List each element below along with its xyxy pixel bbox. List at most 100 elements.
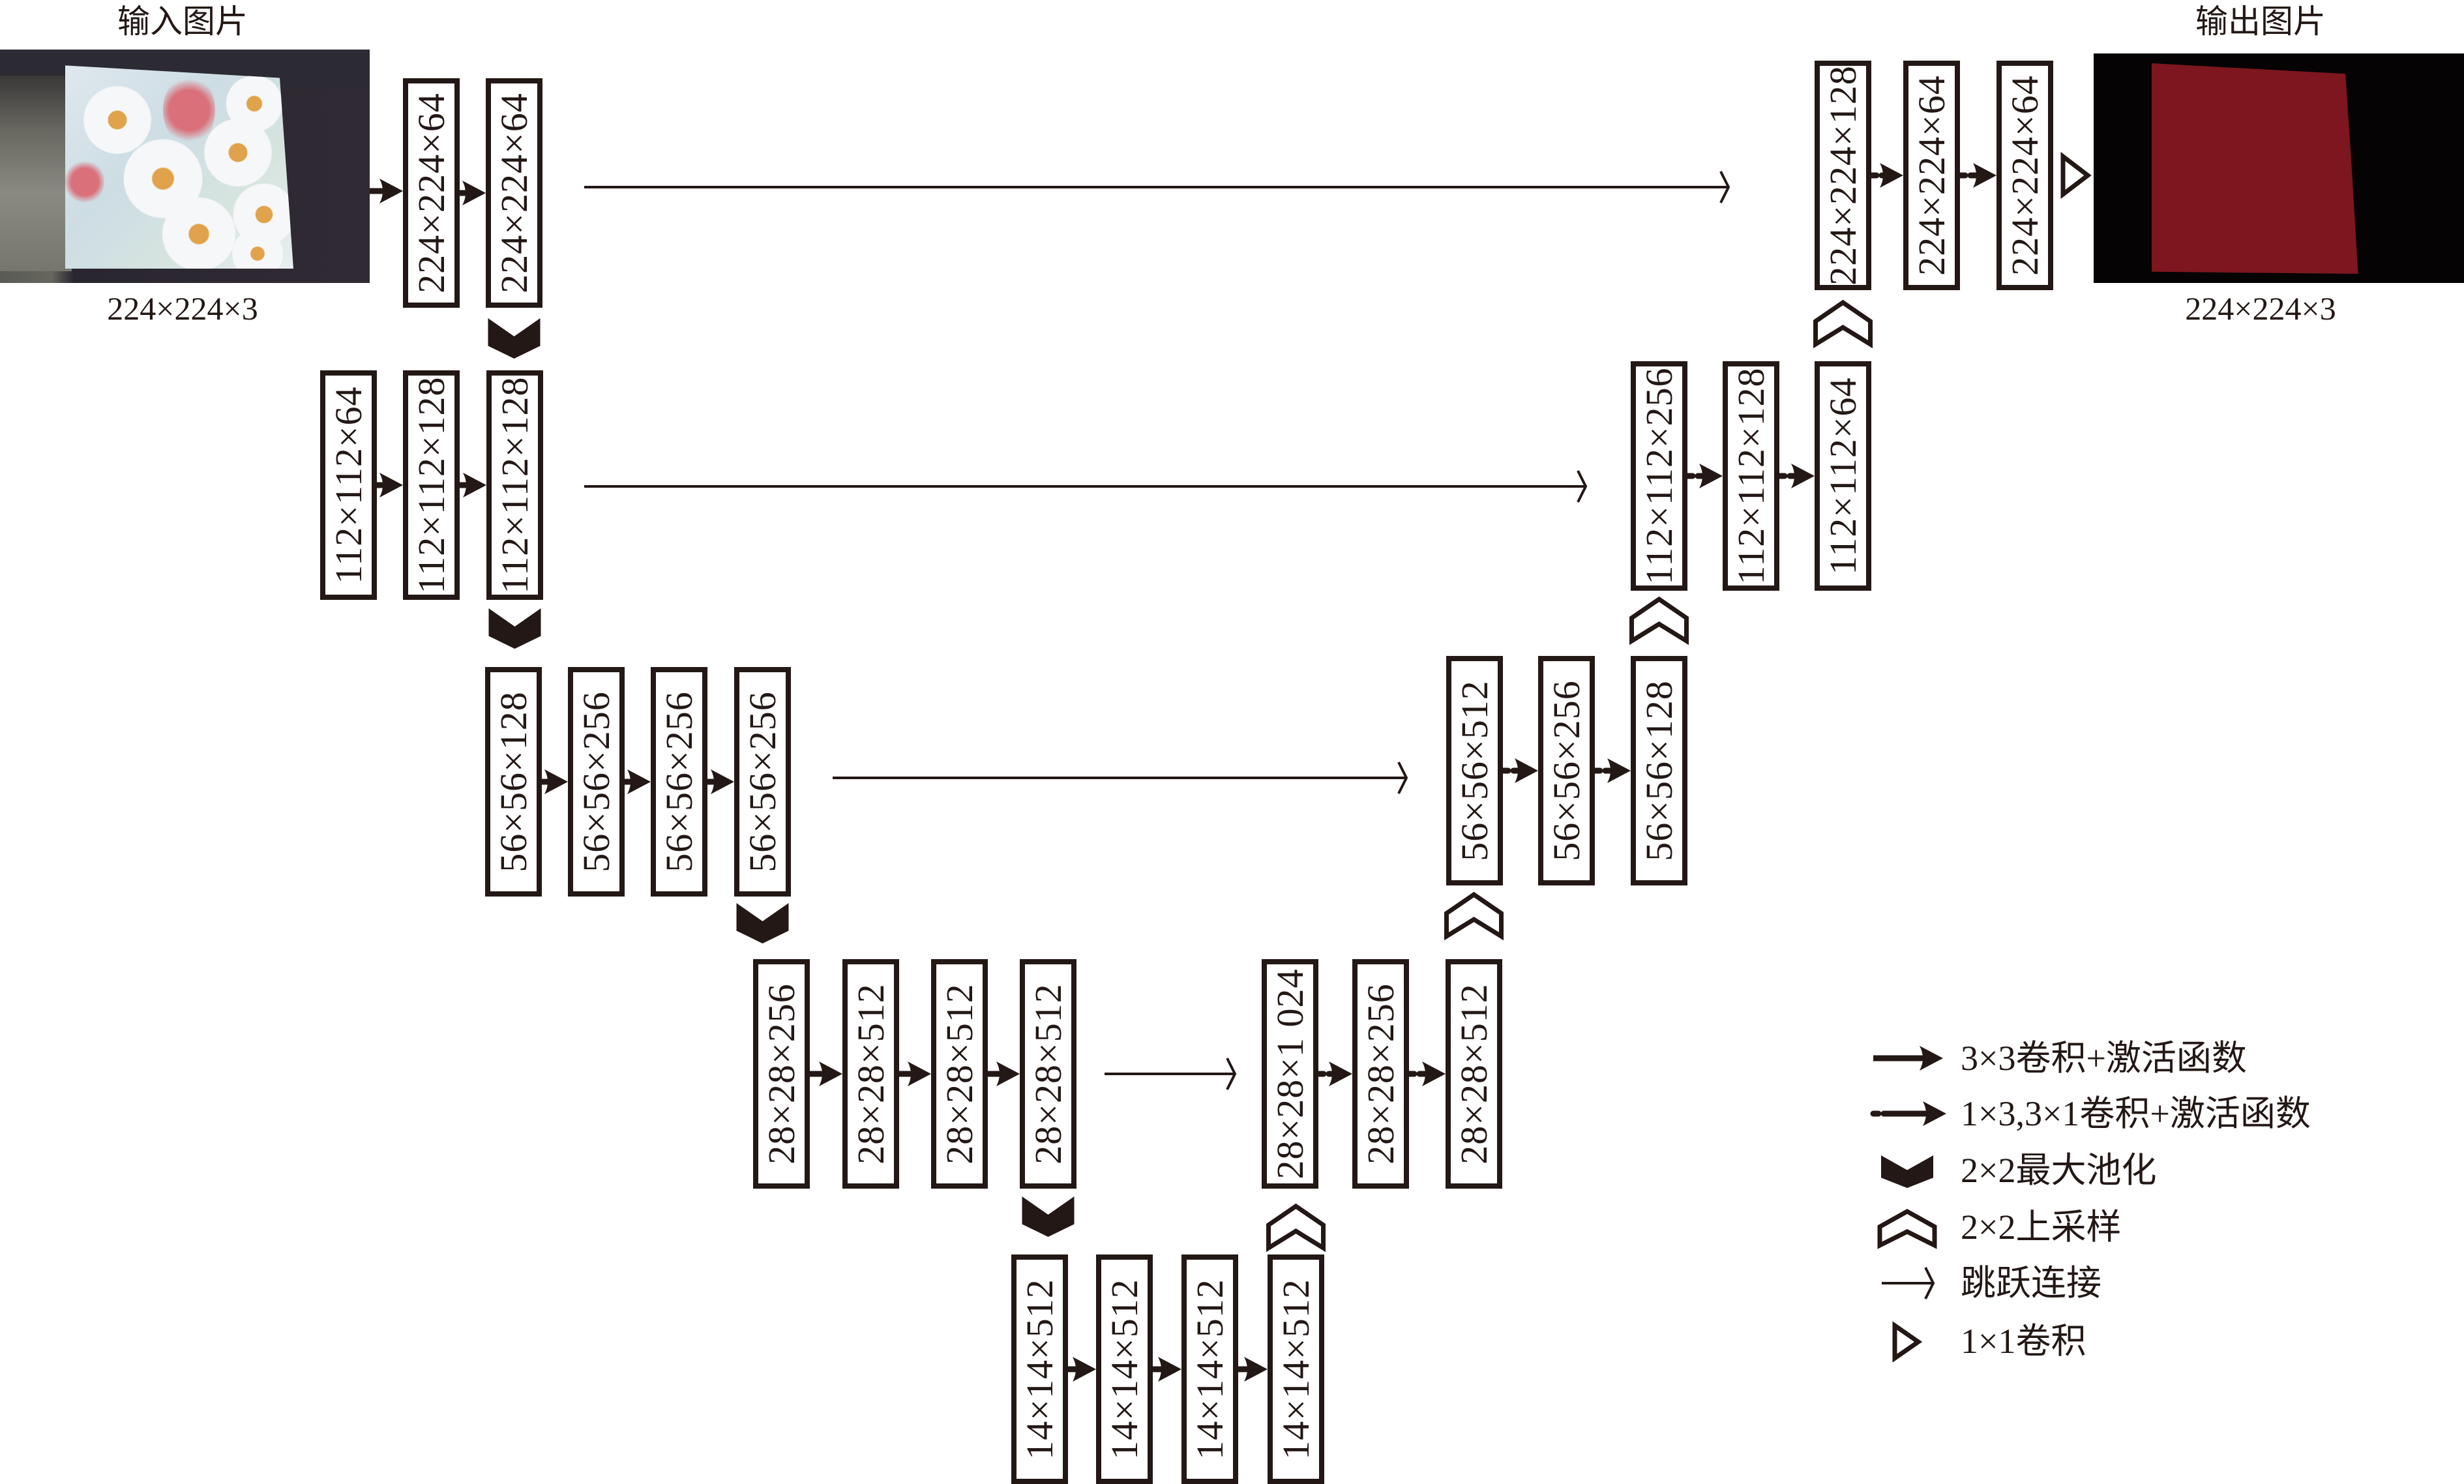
- conv1x3-3x1-arrow: [1406, 1061, 1446, 1086]
- conv3x3-arrow: [460, 181, 486, 205]
- feature-map-dimensions: 56×56×256: [657, 691, 700, 872]
- upsample-chevron-icon: [1444, 891, 1504, 941]
- upsample-chevron-icon: [1629, 596, 1689, 646]
- feature-map-block: 224×224×64: [1903, 61, 1960, 290]
- conv1x3-3x1-arrow: [1776, 464, 1815, 488]
- feature-map-dimensions: 56×56×256: [1545, 680, 1588, 861]
- feature-map-block: 56×56×256: [1538, 656, 1595, 885]
- conv1x3-3x1-arrow: [1957, 163, 1996, 188]
- legend-label-skip: 跳跃连接: [1961, 1264, 2101, 1303]
- legend-label-maxpool: 2×2最大池化: [1961, 1151, 2157, 1190]
- feature-map-block: 28×28×512: [842, 959, 899, 1189]
- max-pool-chevron-icon: [1022, 1196, 1075, 1237]
- feature-map-dimensions: 28×28×512: [938, 983, 981, 1165]
- legend-label-upsample: 2×2上采样: [1961, 1208, 2122, 1247]
- feature-map-dimensions: 112×112×64: [1821, 377, 1864, 575]
- conv3x3-arrow: [460, 473, 486, 497]
- feature-map-block: 224×224×64: [486, 78, 542, 308]
- skip-connection-arrow: [833, 762, 1408, 794]
- feature-map-block: 56×56×256: [568, 667, 625, 897]
- feature-map-block: 224×224×64: [403, 78, 460, 308]
- feature-map-block: 224×224×64: [1996, 61, 2053, 290]
- feature-map-dimensions: 14×14×512: [1274, 1279, 1317, 1460]
- conv3x3-arrow: [370, 179, 403, 203]
- output-image-caption: 224×224×3: [2185, 290, 2336, 327]
- feature-map-dimensions: 224×224×64: [492, 93, 535, 293]
- feature-map-dimensions: 56×56×256: [574, 691, 617, 872]
- input-image: [0, 50, 370, 283]
- output-segmentation-mask: [2094, 53, 2464, 283]
- feature-map-dimensions: 28×28×1 024: [1268, 968, 1311, 1180]
- feature-map-block: 28×28×256: [753, 959, 810, 1189]
- feature-map-block: 14×14×512: [1011, 1254, 1068, 1484]
- conv3x3-arrow: [377, 473, 403, 497]
- upsample-chevron-icon: [1266, 1203, 1326, 1253]
- feature-map-block: 14×14×512: [1181, 1254, 1238, 1484]
- output-image-title: 输出图片: [2195, 3, 2326, 40]
- feature-map-block: 28×28×512: [931, 959, 988, 1189]
- conv3x3-arrow: [1068, 1357, 1096, 1382]
- conv3x3-arrow: [625, 769, 651, 794]
- legend-label-conv1x3-3x1: 1×3,3×1卷积+激活函数: [1961, 1094, 2311, 1133]
- feature-map-dimensions: 56×56×128: [492, 691, 535, 872]
- upsample-chevron-icon: [1813, 299, 1873, 349]
- feature-map-dimensions: 112×112×64: [327, 386, 370, 584]
- conv1x1-triangle-icon: [2060, 151, 2092, 200]
- feature-map-block: 14×14×512: [1268, 1254, 1324, 1484]
- legend-upsample-chevron-icon: [1877, 1208, 1937, 1249]
- feature-map-dimensions: 56×56×512: [1453, 680, 1496, 861]
- conv1x3-3x1-arrow: [1592, 758, 1631, 783]
- max-pool-chevron-icon: [488, 318, 541, 359]
- feature-map-block: 112×112×256: [1631, 361, 1687, 591]
- max-pool-chevron-icon: [736, 903, 789, 943]
- feature-map-dimensions: 224×224×128: [1821, 65, 1864, 286]
- feature-map-block: 28×28×512: [1446, 959, 1502, 1189]
- feature-map-block: 112×112×64: [1815, 361, 1871, 591]
- feature-map-dimensions: 112×112×128: [409, 376, 453, 594]
- feature-map-dimensions: 14×14×512: [1188, 1279, 1231, 1460]
- conv3x3-arrow: [1153, 1357, 1181, 1382]
- feature-map-block: 112×112×128: [486, 370, 543, 600]
- conv3x3-arrow: [810, 1061, 842, 1086]
- conv3x3-arrow: [1238, 1357, 1268, 1382]
- legend-label-conv3x3: 3×3卷积+激活函数: [1961, 1039, 2247, 1078]
- feature-map-dimensions: 112×112×256: [1637, 367, 1680, 585]
- feature-map-dimensions: 112×112×128: [1729, 367, 1772, 585]
- feature-map-block: 56×56×128: [485, 667, 542, 897]
- legend-solid-arrow-icon: [1873, 1046, 1943, 1071]
- conv3x3-arrow: [707, 769, 734, 794]
- feature-map-dimensions: 14×14×512: [1103, 1279, 1146, 1460]
- skip-connection-arrow: [584, 171, 1730, 203]
- feature-map-block: 56×56×128: [1631, 656, 1687, 885]
- feature-map-dimensions: 28×28×256: [1359, 983, 1402, 1165]
- skip-connection-arrow: [1105, 1058, 1237, 1090]
- feature-map-dimensions: 14×14×512: [1018, 1279, 1061, 1460]
- feature-map-dimensions: 224×224×64: [2003, 75, 2046, 276]
- feature-map-block: 112×112×128: [403, 370, 460, 600]
- feature-map-block: 14×14×512: [1096, 1254, 1153, 1484]
- feature-map-dimensions: 28×28×256: [760, 983, 803, 1165]
- legend-max-pool-chevron-icon: [1881, 1155, 1933, 1188]
- feature-map-block: 28×28×1 024: [1262, 959, 1318, 1189]
- legend-dashed-arrow-icon: [1870, 1101, 1946, 1126]
- conv1x3-3x1-arrow: [1684, 464, 1723, 488]
- feature-map-dimensions: 112×112×128: [493, 376, 536, 594]
- input-image-title: 输入图片: [117, 3, 248, 40]
- feature-map-block: 56×56×256: [734, 667, 791, 897]
- feature-map-dimensions: 28×28×512: [1026, 983, 1069, 1165]
- feature-map-dimensions: 56×56×256: [741, 691, 784, 872]
- feature-map-dimensions: 28×28×512: [849, 983, 892, 1165]
- feature-map-block: 28×28×512: [1020, 959, 1076, 1189]
- conv3x3-arrow: [899, 1061, 931, 1086]
- legend-skip-arrow-icon: [1882, 1267, 1935, 1299]
- conv1x3-3x1-arrow: [1868, 163, 1903, 188]
- feature-map-dimensions: 28×28×512: [1452, 983, 1495, 1165]
- conv3x3-arrow: [542, 769, 568, 794]
- feature-map-block: 224×224×128: [1815, 61, 1871, 290]
- feature-map-block: 56×56×512: [1446, 656, 1503, 885]
- skip-connection-arrow: [584, 470, 1588, 503]
- feature-map-dimensions: 224×224×64: [1910, 75, 1953, 276]
- feature-map-block: 112×112×64: [320, 370, 377, 600]
- conv1x3-3x1-arrow: [1500, 758, 1538, 783]
